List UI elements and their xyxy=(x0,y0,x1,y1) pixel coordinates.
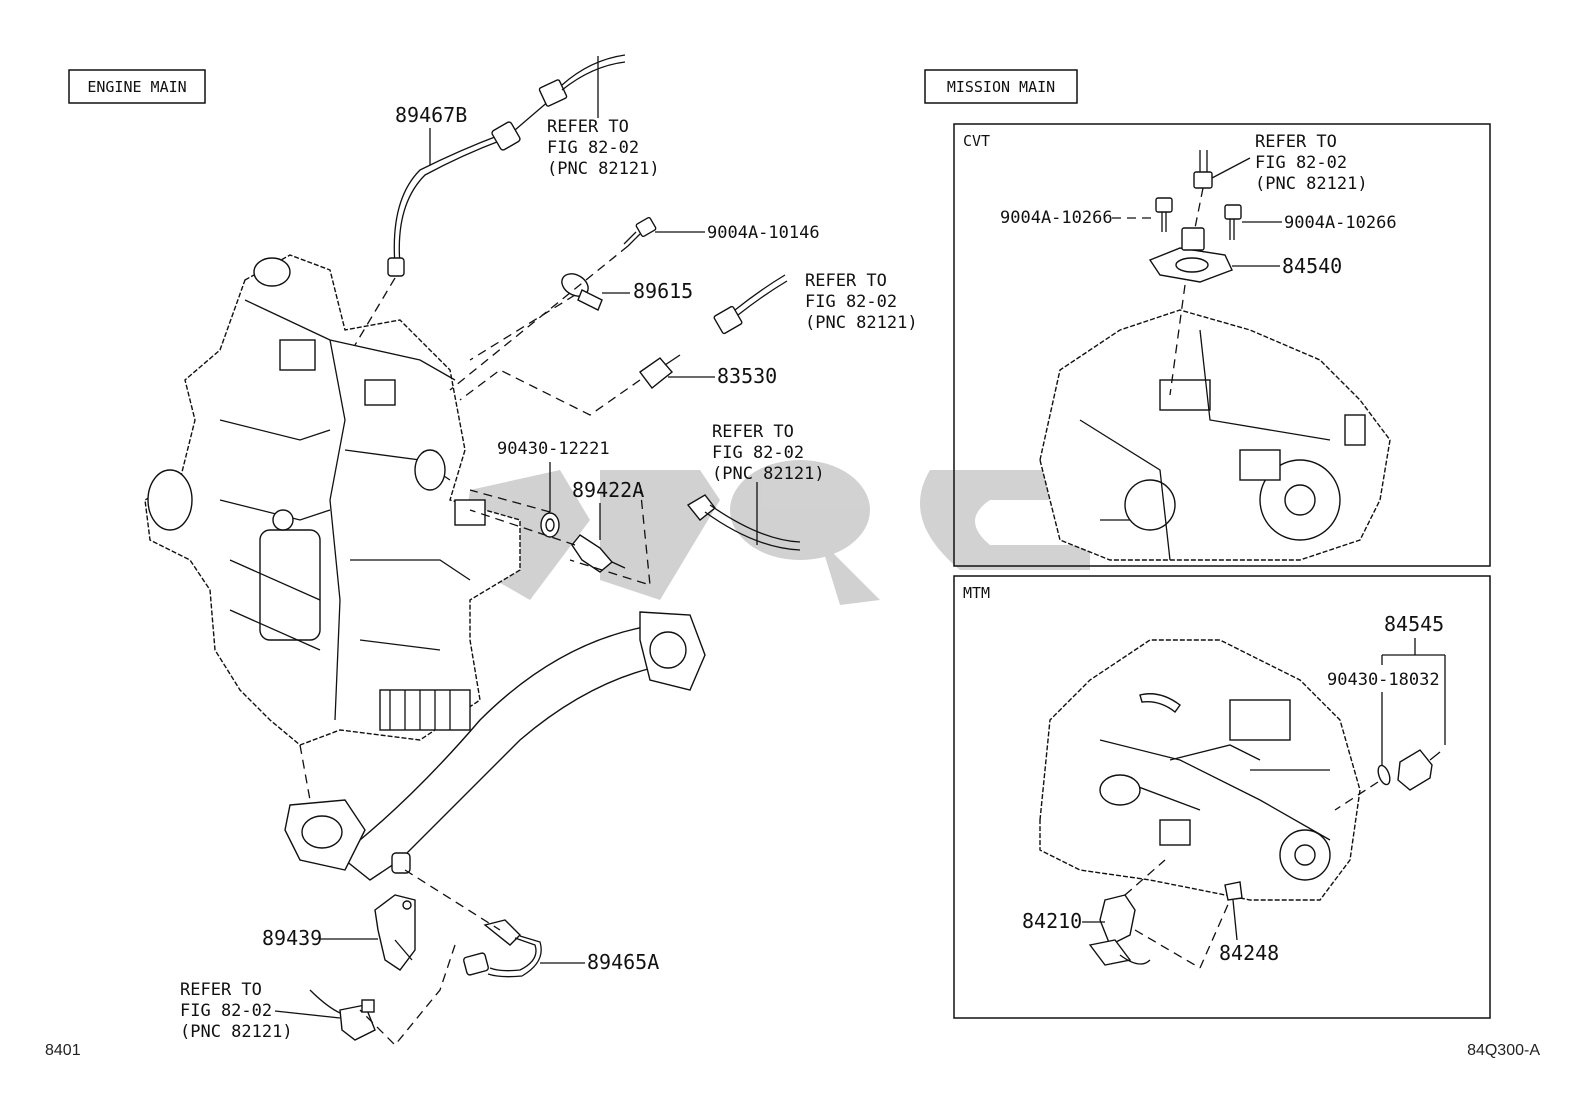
mtm-panel: MTM 84545 90430-18032 84210 xyxy=(953,575,1491,1019)
refer-to-right: REFER TO FIG 82-02 (PNC 82121) xyxy=(805,271,918,333)
label-9004a-10146: 9004A-10146 xyxy=(707,223,820,243)
mission-main-title-box: MISSION MAIN xyxy=(924,69,1078,104)
label-90430-18032: 90430-18032 xyxy=(1327,670,1440,690)
svg-text:REFER TO: REFER TO xyxy=(805,271,887,291)
svg-text:REFER TO: REFER TO xyxy=(712,422,794,442)
sensor-83530-drawing xyxy=(639,274,788,389)
svg-text:FIG 82-02: FIG 82-02 xyxy=(547,138,639,158)
bolt-9004a-10146-drawing xyxy=(623,216,657,247)
label-89615: 89615 xyxy=(633,279,693,303)
svg-text:(PNC 82121): (PNC 82121) xyxy=(1255,174,1368,194)
engine-block-drawing xyxy=(144,254,521,746)
refer-to-cvt: REFER TO FIG 82-02 (PNC 82121) xyxy=(1255,132,1368,194)
sensor-89615-drawing xyxy=(561,273,603,311)
cvt-label: CVT xyxy=(963,132,990,150)
cvt-panel: CVT REFER TO FIG 82-02 (PNC 82121) 9004 xyxy=(953,123,1491,567)
exhaust-pipe-drawing xyxy=(284,611,706,881)
label-90430-12221: 90430-12221 xyxy=(497,439,610,459)
refer-to-middle: REFER TO FIG 82-02 (PNC 82121) xyxy=(712,422,825,484)
label-83530: 83530 xyxy=(717,364,777,388)
svg-text:(PNC 82121): (PNC 82121) xyxy=(547,159,660,179)
label-9004a-10266-left: 9004A-10266 xyxy=(1000,208,1113,228)
engine-main-title: ENGINE MAIN xyxy=(87,78,186,96)
label-89439: 89439 xyxy=(262,926,322,950)
label-84210: 84210 xyxy=(1022,909,1082,933)
engine-dashed-leaders xyxy=(299,245,651,1046)
label-84545: 84545 xyxy=(1384,612,1444,636)
connector-bottom-drawing xyxy=(309,989,376,1041)
svg-text:REFER TO: REFER TO xyxy=(547,117,629,137)
svg-text:FIG 82-02: FIG 82-02 xyxy=(805,292,897,312)
label-84248: 84248 xyxy=(1219,941,1279,965)
label-89465a: 89465A xyxy=(587,950,659,974)
svg-text:REFER TO: REFER TO xyxy=(1255,132,1337,152)
mtm-label: MTM xyxy=(963,584,990,602)
mission-main-title: MISSION MAIN xyxy=(947,78,1055,96)
sensor-89465a-drawing xyxy=(463,919,542,978)
label-89467b: 89467B xyxy=(395,103,467,127)
bracket-89439-drawing xyxy=(374,894,416,971)
svg-text:FIG 82-02: FIG 82-02 xyxy=(1255,153,1347,173)
engine-main-title-box: ENGINE MAIN xyxy=(68,69,206,104)
refer-to-top: REFER TO FIG 82-02 (PNC 82121) xyxy=(547,117,660,179)
figure-code: 84Q300-A xyxy=(1467,1042,1540,1059)
svg-text:(PNC 82121): (PNC 82121) xyxy=(712,464,825,484)
refer-to-bottom: REFER TO FIG 82-02 (PNC 82121) xyxy=(180,980,293,1042)
svg-text:FIG 82-02: FIG 82-02 xyxy=(712,443,804,463)
label-84540: 84540 xyxy=(1282,254,1342,278)
label-89422a: 89422A xyxy=(572,478,644,502)
label-9004a-10266-right: 9004A-10266 xyxy=(1284,213,1397,233)
page-code: 8401 xyxy=(45,1042,81,1059)
svg-text:FIG 82-02: FIG 82-02 xyxy=(180,1001,272,1021)
sensor-89467b-drawing xyxy=(387,54,626,277)
svg-text:(PNC 82121): (PNC 82121) xyxy=(805,313,918,333)
svg-text:REFER TO: REFER TO xyxy=(180,980,262,1000)
svg-text:(PNC 82121): (PNC 82121) xyxy=(180,1022,293,1042)
